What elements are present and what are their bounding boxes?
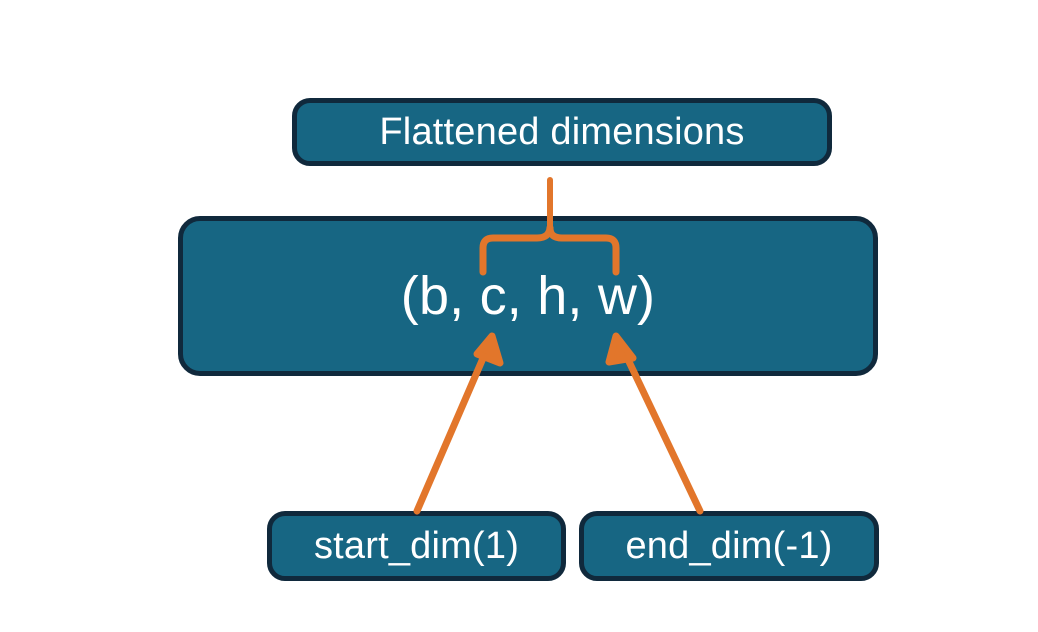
node-end-dim[interactable]: end_dim(-1) bbox=[579, 511, 879, 581]
node-flattened-dimensions[interactable]: Flattened dimensions bbox=[292, 98, 832, 166]
node-shape-tuple-label: (b, c, h, w) bbox=[400, 266, 656, 326]
node-end-dim-label: end_dim(-1) bbox=[625, 525, 833, 567]
node-start-dim[interactable]: start_dim(1) bbox=[267, 511, 566, 581]
node-start-dim-label: start_dim(1) bbox=[313, 525, 520, 567]
node-shape-tuple[interactable]: (b, c, h, w) bbox=[178, 216, 878, 376]
node-flattened-dimensions-label: Flattened dimensions bbox=[379, 111, 745, 153]
